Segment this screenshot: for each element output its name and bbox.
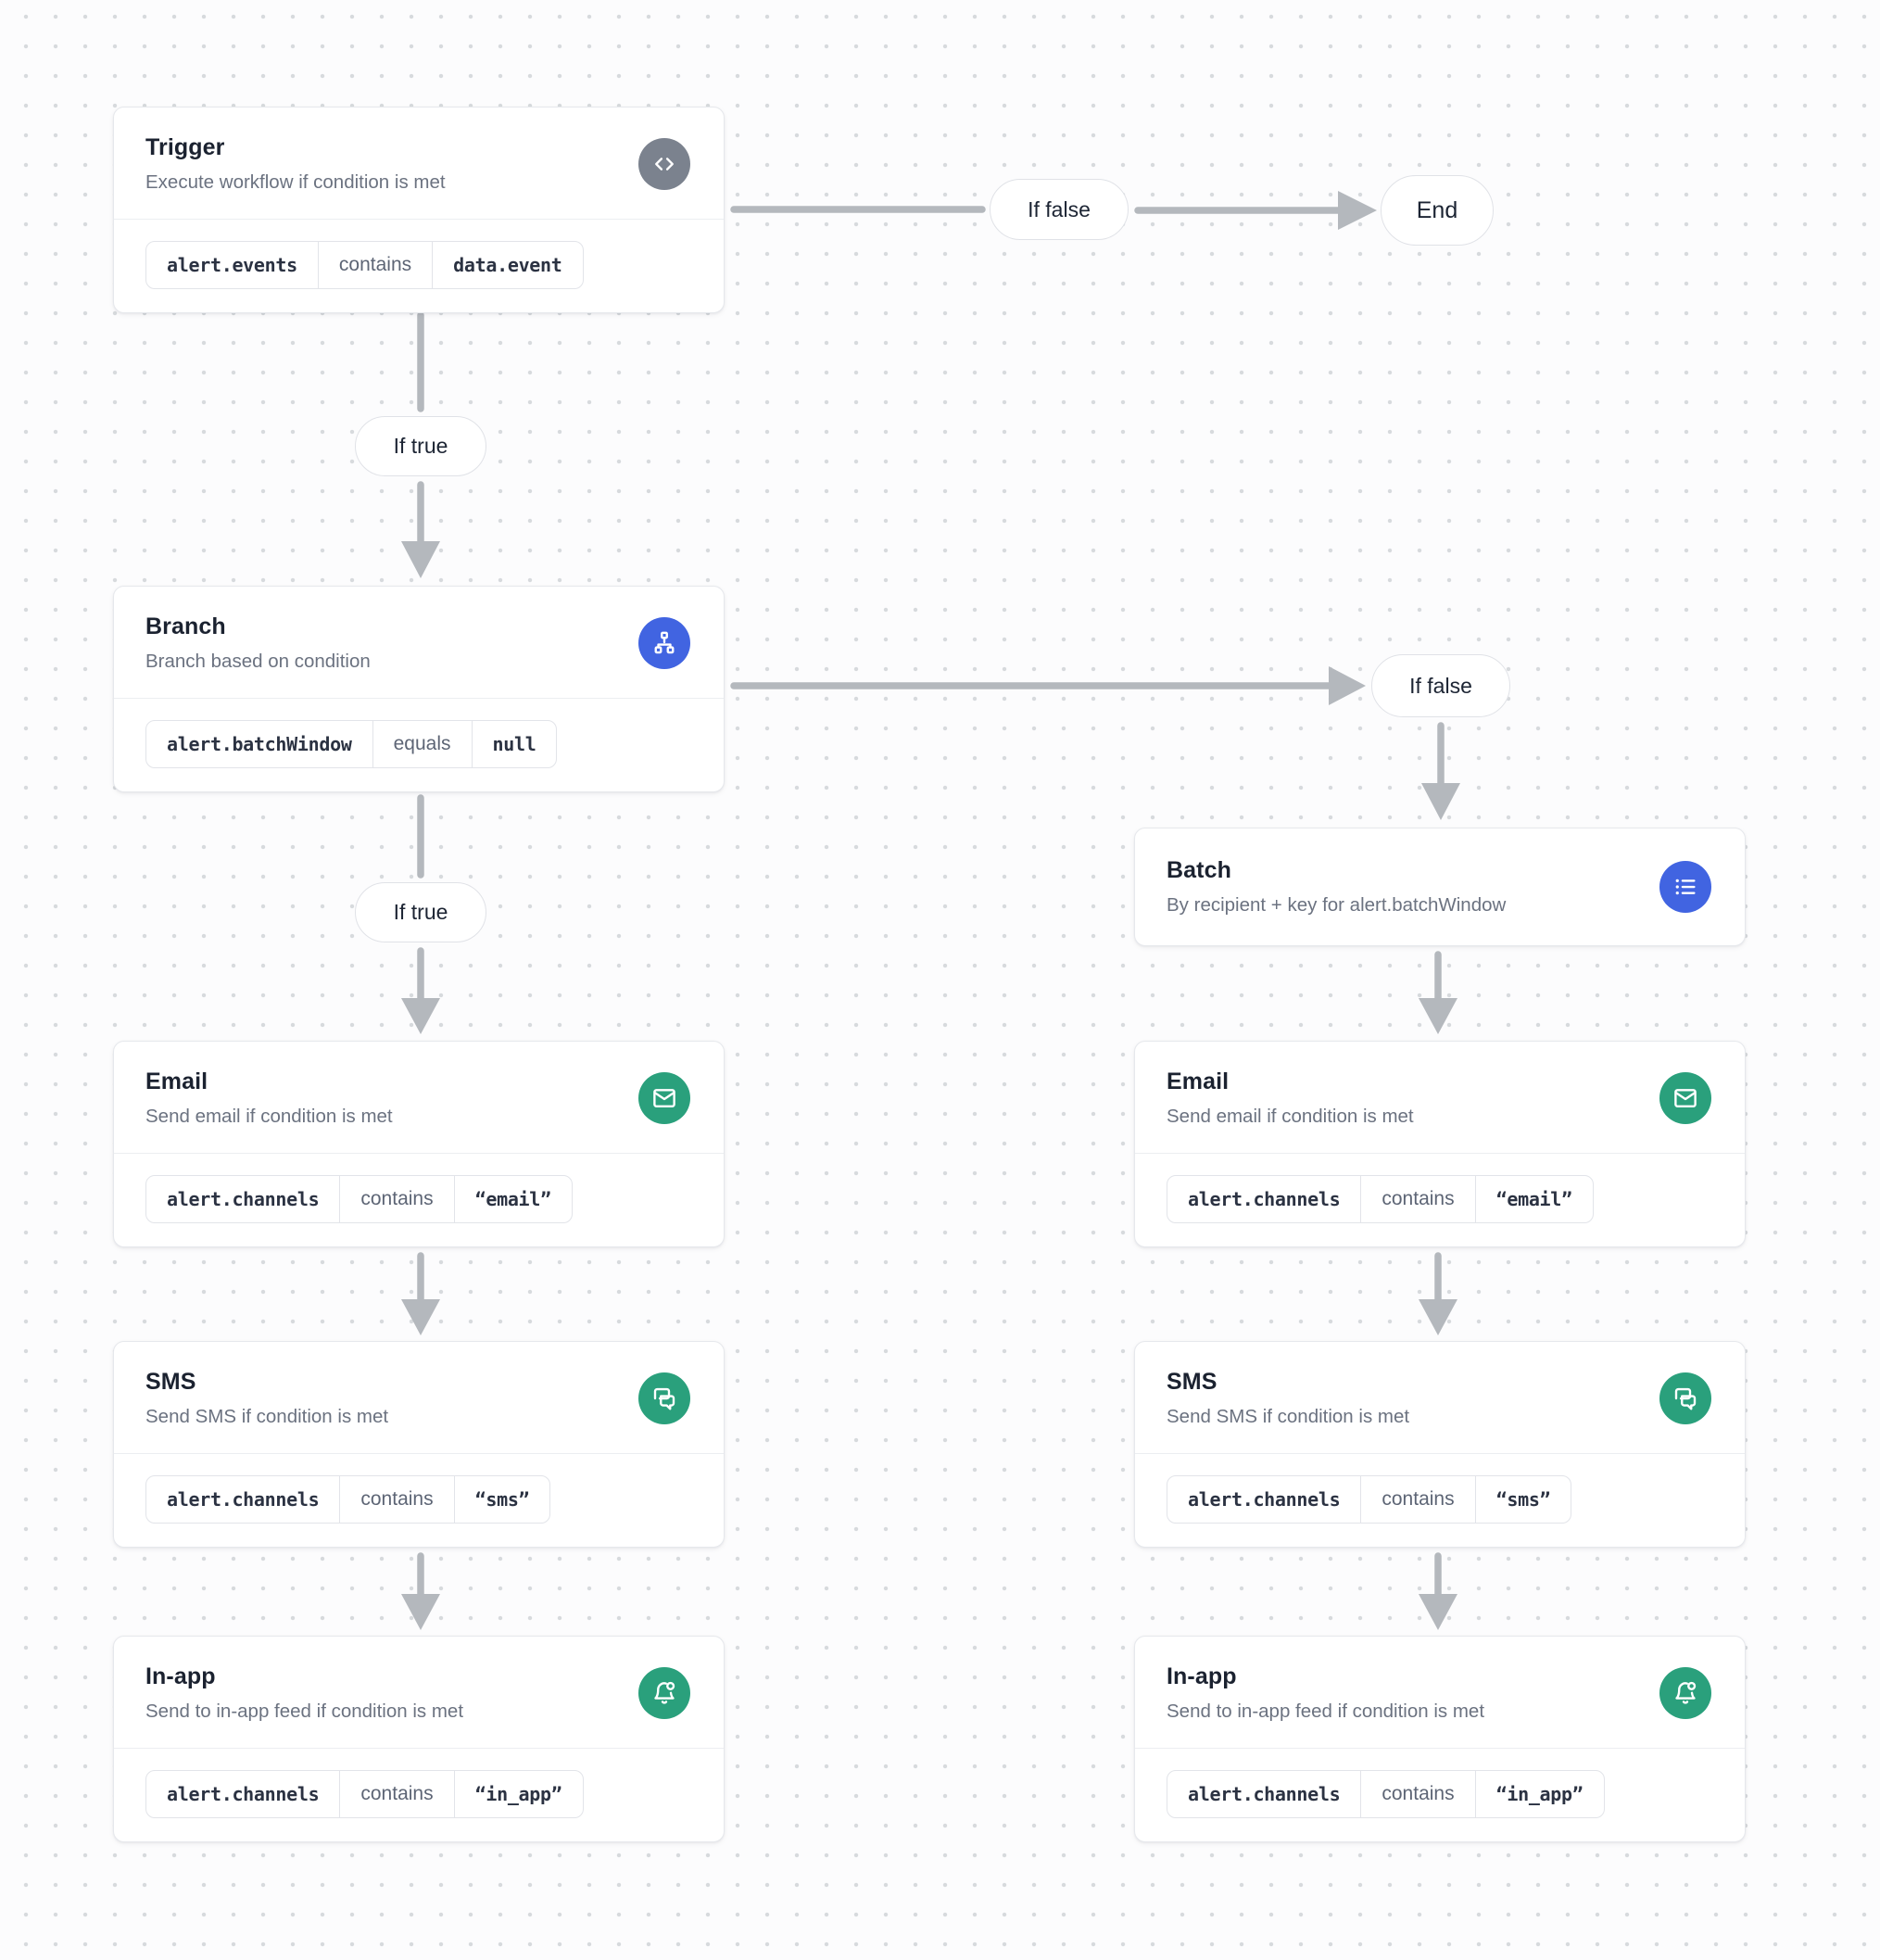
node-trigger[interactable]: Trigger Execute workflow if condition is… [113,107,725,313]
node-subtitle: Send to in-app feed if condition is met [1167,1701,1485,1722]
condition-operator: contains [1360,1176,1474,1222]
condition-value: “in_app” [453,1771,583,1817]
condition-chip[interactable]: alert.batchWindow equals null [145,720,558,768]
divider [1135,1748,1745,1749]
node-batch[interactable]: Batch By recipient + key for alert.batch… [1134,828,1746,946]
condition-value: “sms” [1474,1476,1571,1523]
edge-label-if-true-2: If true [355,882,486,942]
condition-operator: contains [317,242,432,288]
node-subtitle: Send SMS if condition is met [1167,1406,1410,1427]
condition-value: “email” [1474,1176,1593,1222]
edge-label-if-false-branch: If false [1371,654,1510,717]
node-title: Batch [1167,857,1231,883]
node-inapp-right[interactable]: In-app Send to in-app feed if condition … [1134,1636,1746,1842]
node-sms-left[interactable]: SMS Send SMS if condition is met alert.c… [113,1341,725,1548]
condition-chip[interactable]: alert.channels contains “email” [1167,1175,1594,1223]
edge-label-text: If false [1028,196,1091,221]
node-end[interactable]: End [1381,175,1494,246]
condition-field: alert.channels [1188,1188,1341,1210]
node-inapp-text: In-app Send to in-app feed if condition … [145,1663,463,1723]
edge-label-text: If true [393,900,448,924]
condition-operator: contains [1360,1476,1474,1523]
condition-chip[interactable]: alert.channels contains “email” [145,1175,573,1223]
condition-chip[interactable]: alert.channels contains “sms” [145,1475,551,1524]
bell-icon [1659,1667,1711,1719]
condition-value: “sms” [453,1476,550,1523]
edge-label-text: If false [1409,673,1472,698]
condition-operator: contains [339,1771,453,1817]
node-branch[interactable]: Branch Branch based on condition alert.b… [113,586,725,792]
node-title: SMS [145,1369,196,1395]
divider [114,1453,724,1454]
condition-chip[interactable]: alert.channels contains “in_app” [145,1770,584,1818]
node-title: Email [1167,1069,1230,1094]
node-title: Trigger [145,134,225,160]
node-email-right[interactable]: Email Send email if condition is met ale… [1134,1041,1746,1247]
condition-field: alert.channels [167,1188,320,1210]
node-subtitle: Send email if condition is met [145,1106,393,1127]
edge-label-if-false-top: If false [990,179,1129,240]
bell-icon [638,1667,690,1719]
node-subtitle: Send SMS if condition is met [145,1406,389,1427]
divider [114,698,724,699]
node-inapp-left[interactable]: In-app Send to in-app feed if condition … [113,1636,725,1842]
edge-label-text: If true [393,434,448,458]
node-trigger-text: Trigger Execute workflow if condition is… [145,134,446,194]
node-sms-text: SMS Send SMS if condition is met [1167,1369,1409,1428]
list-icon [1659,861,1711,913]
divider [1135,1153,1745,1154]
condition-field: alert.batchWindow [167,733,352,755]
end-label: End [1416,196,1458,223]
condition-operator: contains [339,1176,453,1222]
sitemap-icon [638,617,690,669]
node-inapp-text: In-app Send to in-app feed if condition … [1167,1663,1484,1723]
code-icon [638,138,690,190]
node-title: In-app [145,1663,216,1689]
condition-chip[interactable]: alert.events contains data.event [145,241,584,289]
condition-operator: contains [1360,1771,1474,1817]
node-title: In-app [1167,1663,1237,1689]
condition-value: “in_app” [1474,1771,1604,1817]
divider [114,1748,724,1749]
node-title: Branch [145,613,226,639]
node-subtitle: Send email if condition is met [1167,1106,1414,1127]
condition-chip[interactable]: alert.channels contains “sms” [1167,1475,1572,1524]
condition-chip[interactable]: alert.channels contains “in_app” [1167,1770,1605,1818]
node-subtitle: Send to in-app feed if condition is met [145,1701,464,1722]
node-email-text: Email Send email if condition is met [145,1069,393,1128]
divider [114,219,724,220]
node-email-text: Email Send email if condition is met [1167,1069,1414,1128]
chat-icon [1659,1372,1711,1424]
node-title: Email [145,1069,208,1094]
node-subtitle: Branch based on condition [145,651,371,672]
condition-field: alert.channels [1188,1783,1341,1805]
edge-label-if-true-1: If true [355,416,486,476]
condition-value: data.event [432,242,582,288]
node-subtitle: By recipient + key for alert.batchWindow [1167,894,1507,916]
node-batch-text: Batch By recipient + key for alert.batch… [1167,857,1506,917]
mail-icon [1659,1072,1711,1124]
node-sms-text: SMS Send SMS if condition is met [145,1369,388,1428]
node-branch-text: Branch Branch based on condition [145,613,371,673]
chat-icon [638,1372,690,1424]
divider [114,1153,724,1154]
condition-field: alert.channels [1188,1488,1341,1511]
condition-value: “email” [453,1176,572,1222]
condition-field: alert.events [167,254,297,276]
divider [1135,1453,1745,1454]
condition-operator: contains [339,1476,453,1523]
condition-operator: equals [372,721,472,767]
node-subtitle: Execute workflow if condition is met [145,171,446,193]
mail-icon [638,1072,690,1124]
node-sms-right[interactable]: SMS Send SMS if condition is met alert.c… [1134,1341,1746,1548]
node-title: SMS [1167,1369,1218,1395]
condition-value: null [471,721,557,767]
condition-field: alert.channels [167,1783,320,1805]
condition-field: alert.channels [167,1488,320,1511]
node-email-left[interactable]: Email Send email if condition is met ale… [113,1041,725,1247]
